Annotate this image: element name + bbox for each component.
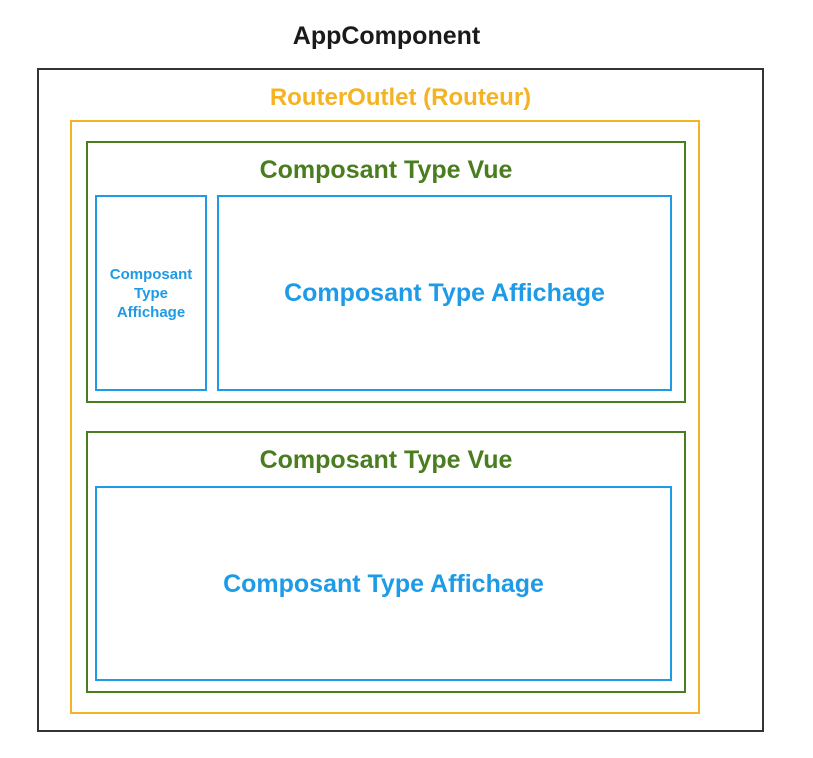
affichage-component-full: Composant Type Affichage (95, 486, 672, 681)
vue-component-title-2: Composant Type Vue (259, 446, 513, 474)
affichage-component-small: Composant Type Affichage (95, 195, 207, 391)
router-outlet-box (70, 120, 700, 714)
app-component-title: AppComponent (292, 22, 481, 50)
vue-component-box-2 (86, 431, 686, 693)
affichage-component-wide: Composant Type Affichage (217, 195, 672, 391)
vue-component-title-1: Composant Type Vue (259, 156, 513, 184)
router-outlet-title: RouterOutlet (Routeur) (269, 84, 532, 111)
vue-component-box-1 (86, 141, 686, 403)
app-component-box (37, 68, 764, 732)
